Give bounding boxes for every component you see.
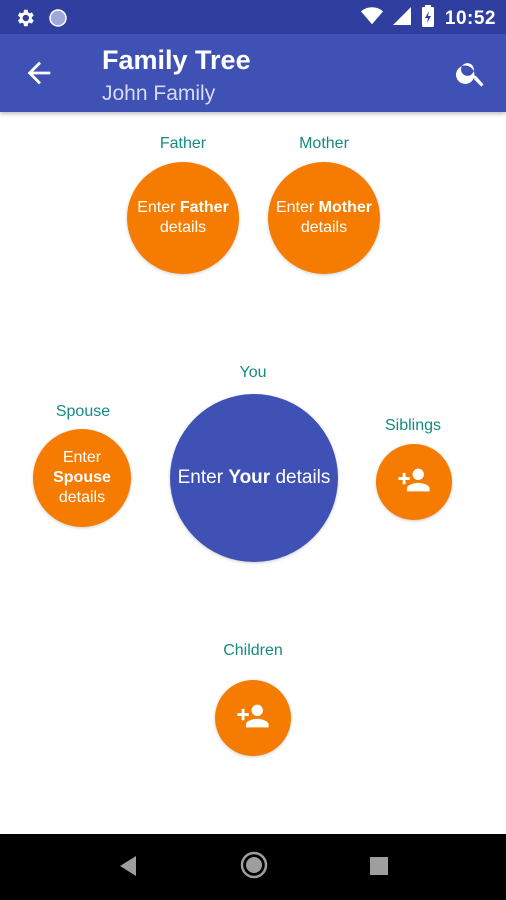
children-label: Children (223, 642, 283, 659)
spouse-text: Enter Spouse details (53, 449, 111, 506)
navigation-bar (0, 834, 506, 900)
signal-icon (392, 6, 411, 31)
settings-icon (14, 7, 36, 34)
mother-text: Enter Mother details (275, 199, 372, 236)
battery-icon (421, 5, 435, 32)
spouse-button[interactable]: Enter Spouse details (33, 429, 131, 527)
add-person-icon (236, 699, 270, 738)
mother-label: Mother (299, 135, 349, 152)
recents-square-icon[interactable] (368, 855, 390, 882)
page-subtitle: John Family (102, 82, 216, 105)
father-text: Enter Father details (137, 199, 229, 236)
add-child-button[interactable] (215, 680, 291, 756)
back-arrow-icon[interactable] (22, 56, 56, 90)
spouse-label: Spouse (55, 403, 111, 420)
back-triangle-icon[interactable] (116, 852, 140, 885)
circle-icon (48, 8, 68, 33)
you-label: You (239, 364, 267, 381)
add-sibling-button[interactable] (376, 444, 452, 520)
search-icon[interactable] (454, 56, 488, 90)
father-button[interactable]: Enter Father details (127, 162, 239, 274)
home-circle-icon[interactable] (239, 850, 269, 885)
app-bar: Family Tree John Family (0, 34, 506, 112)
wifi-icon (360, 6, 383, 31)
you-button[interactable]: Enter Your details (170, 394, 338, 562)
siblings-label: Siblings (384, 417, 442, 434)
status-bar: 10:52 (0, 0, 506, 34)
clock: 10:52 (444, 7, 496, 29)
page-title: Family Tree (102, 45, 251, 75)
you-text: Enter Your details (177, 467, 331, 488)
father-label: Father (159, 135, 207, 152)
mother-button[interactable]: Enter Mother details (268, 162, 380, 274)
add-person-icon (397, 463, 431, 502)
